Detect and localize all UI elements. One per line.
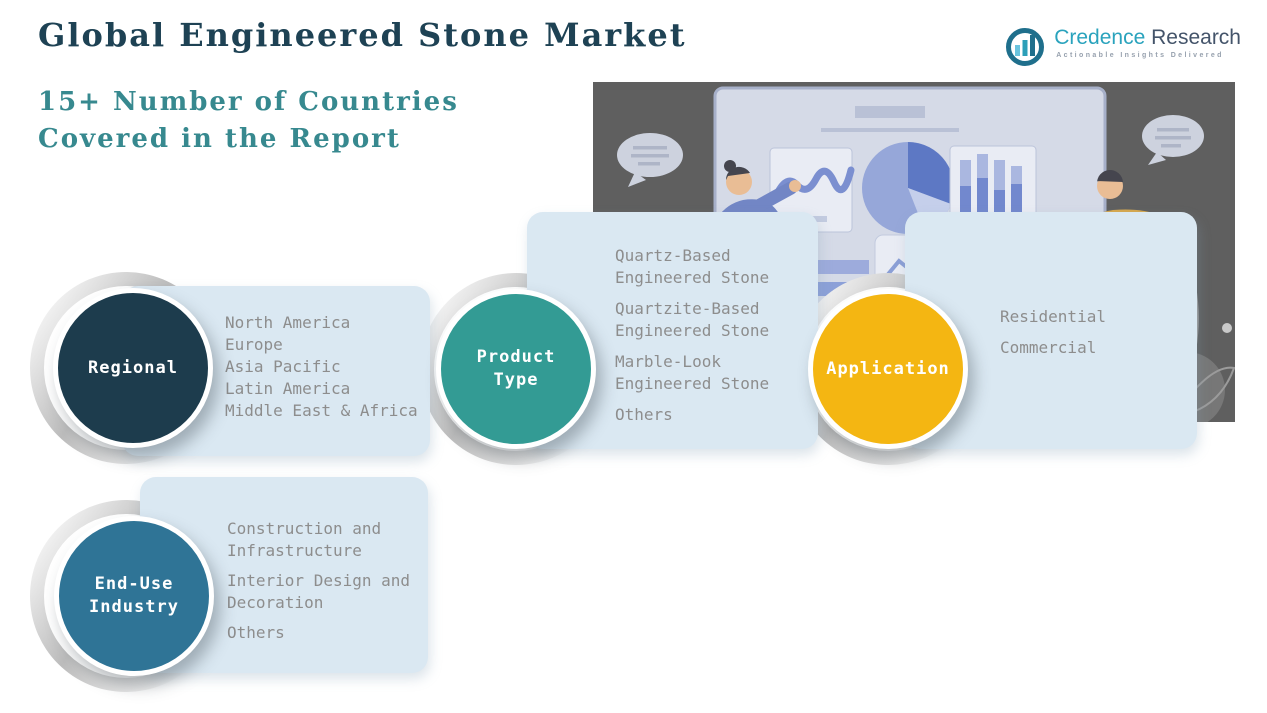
list-item: Quartz-Based Engineered Stone (615, 246, 770, 287)
segment-circle-product-type: Product Type (436, 289, 596, 449)
credence-research-logo: Credence Research Actionable Insights De… (1004, 26, 1241, 72)
end-use-items: Construction and Infrastructure Interior… (227, 518, 420, 644)
segment-circle-regional: Regional (53, 288, 213, 448)
subtitle-line-2: Covered in the Report (38, 124, 401, 154)
product-type-items: Quartz-Based Engineered Stone Quartzite-… (615, 245, 808, 426)
subtitle-line-1: 15+ Number of Countries (38, 87, 459, 117)
segment-circle-application: Application (808, 289, 968, 449)
list-item: Marble-Look Engineered Stone (615, 352, 770, 393)
segment-circle-end-use: End-Use Industry (54, 516, 214, 676)
list-item: Construction and Infrastructure (227, 519, 382, 560)
list-item: Middle East & Africa (225, 401, 418, 420)
list-item: Others (227, 623, 285, 642)
list-item: Residential (1000, 307, 1106, 326)
list-item: Interior Design and Decoration (227, 571, 411, 612)
bar-chart-panel (949, 145, 1037, 233)
speech-bubble-right (1142, 115, 1204, 165)
logo-name: Credence Research (1054, 26, 1241, 50)
application-items: Residential Commercial (1000, 306, 1187, 359)
logo-name-secondary: Research (1151, 26, 1241, 49)
page-title: Global Engineered Stone Market (38, 16, 687, 54)
list-item: Latin America (225, 379, 351, 398)
segment-label: Regional (88, 357, 178, 378)
segment-label: End-Use Industry (89, 574, 179, 617)
list-item: Others (615, 405, 673, 424)
segment-label: Product Type (476, 347, 556, 390)
list-item: Europe (225, 335, 283, 354)
logo-name-primary: Credence (1054, 26, 1146, 49)
segment-label: Application (826, 358, 950, 379)
list-item: North America (225, 313, 351, 332)
logo-tagline: Actionable Insights Delivered (1056, 52, 1224, 59)
speech-bubble-left (617, 133, 683, 187)
page-subtitle: 15+ Number of Countries Covered in the R… (38, 84, 459, 158)
list-item: Commercial (1000, 338, 1097, 357)
list-item: Asia Pacific (225, 357, 341, 376)
bar-chart-logo-icon (1004, 26, 1046, 72)
regional-items: North America Europe Asia Pacific Latin … (225, 312, 424, 422)
list-item: Quartzite-Based Engineered Stone (615, 299, 770, 340)
